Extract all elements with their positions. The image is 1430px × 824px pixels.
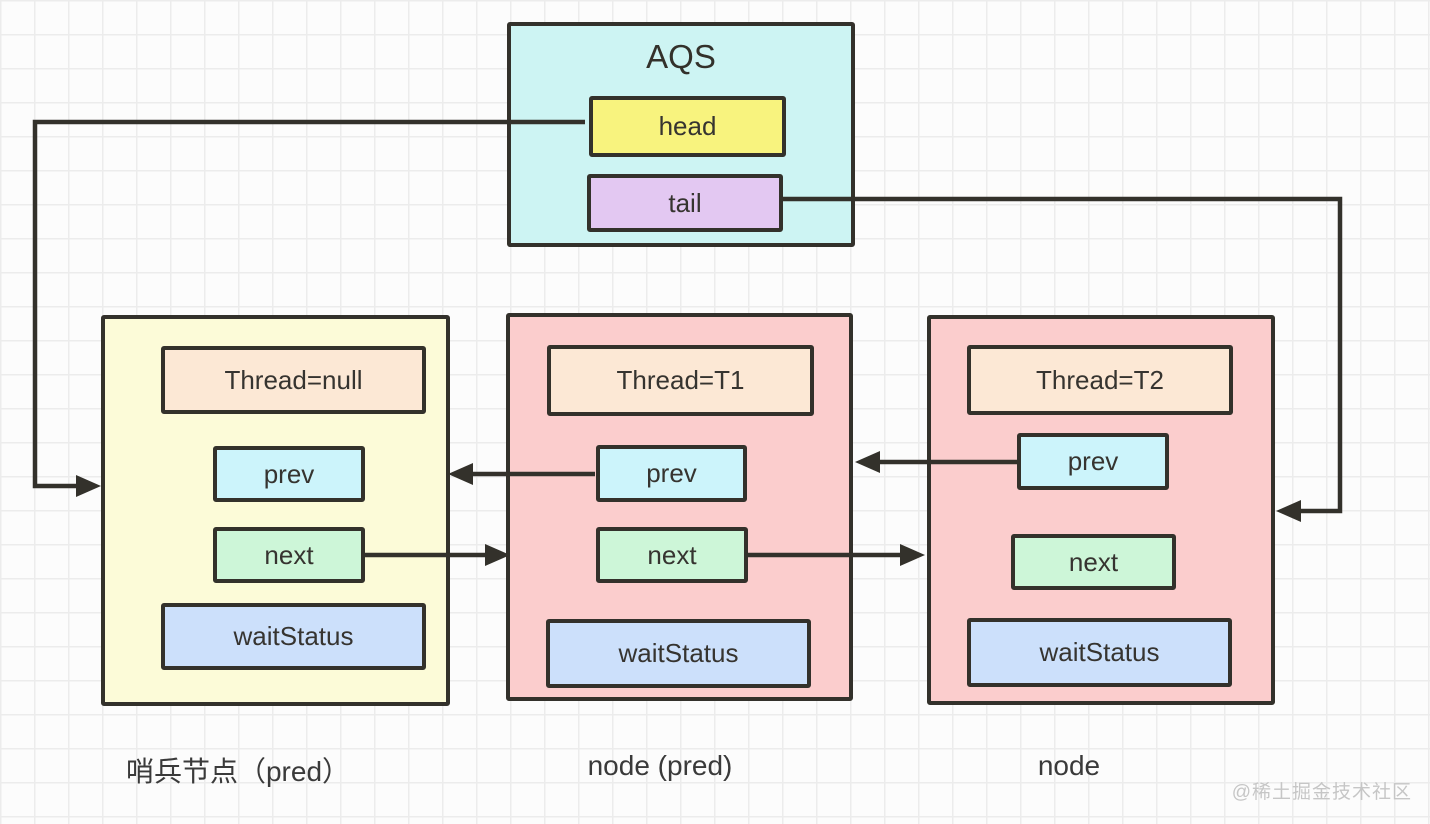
node-1-thread-field: Thread=T1 (547, 345, 814, 416)
aqs-title: AQS (646, 38, 716, 75)
sentinel-node: Thread=null prev next waitStatus (101, 315, 450, 706)
aqs-box: AQS head tail (507, 22, 855, 247)
node-1-waitstatus-field: waitStatus (546, 619, 811, 688)
sentinel-caption: 哨兵节点（pred） (125, 756, 351, 787)
tail-field: tail (587, 174, 783, 232)
node-1-next-field: next (596, 527, 748, 583)
sentinel-next-field: next (213, 527, 365, 583)
node-2-prev-field: prev (1017, 433, 1169, 490)
node-1: Thread=T1 prev next waitStatus (506, 313, 853, 701)
sentinel-waitstatus-field: waitStatus (161, 603, 426, 670)
watermark: @稀土掘金技术社区 (1231, 782, 1412, 803)
node-2-thread-field: Thread=T2 (967, 345, 1233, 415)
node-2-next-field: next (1011, 534, 1176, 590)
sentinel-prev-field: prev (213, 446, 365, 502)
node-1-caption: node (pred) (587, 750, 733, 781)
head-field: head (589, 96, 786, 157)
node-1-prev-field: prev (596, 445, 747, 502)
node-2-caption: node (1037, 750, 1101, 781)
node-2: Thread=T2 prev next waitStatus (927, 315, 1275, 705)
node-2-waitstatus-field: waitStatus (967, 618, 1232, 687)
sentinel-thread-field: Thread=null (161, 346, 426, 414)
